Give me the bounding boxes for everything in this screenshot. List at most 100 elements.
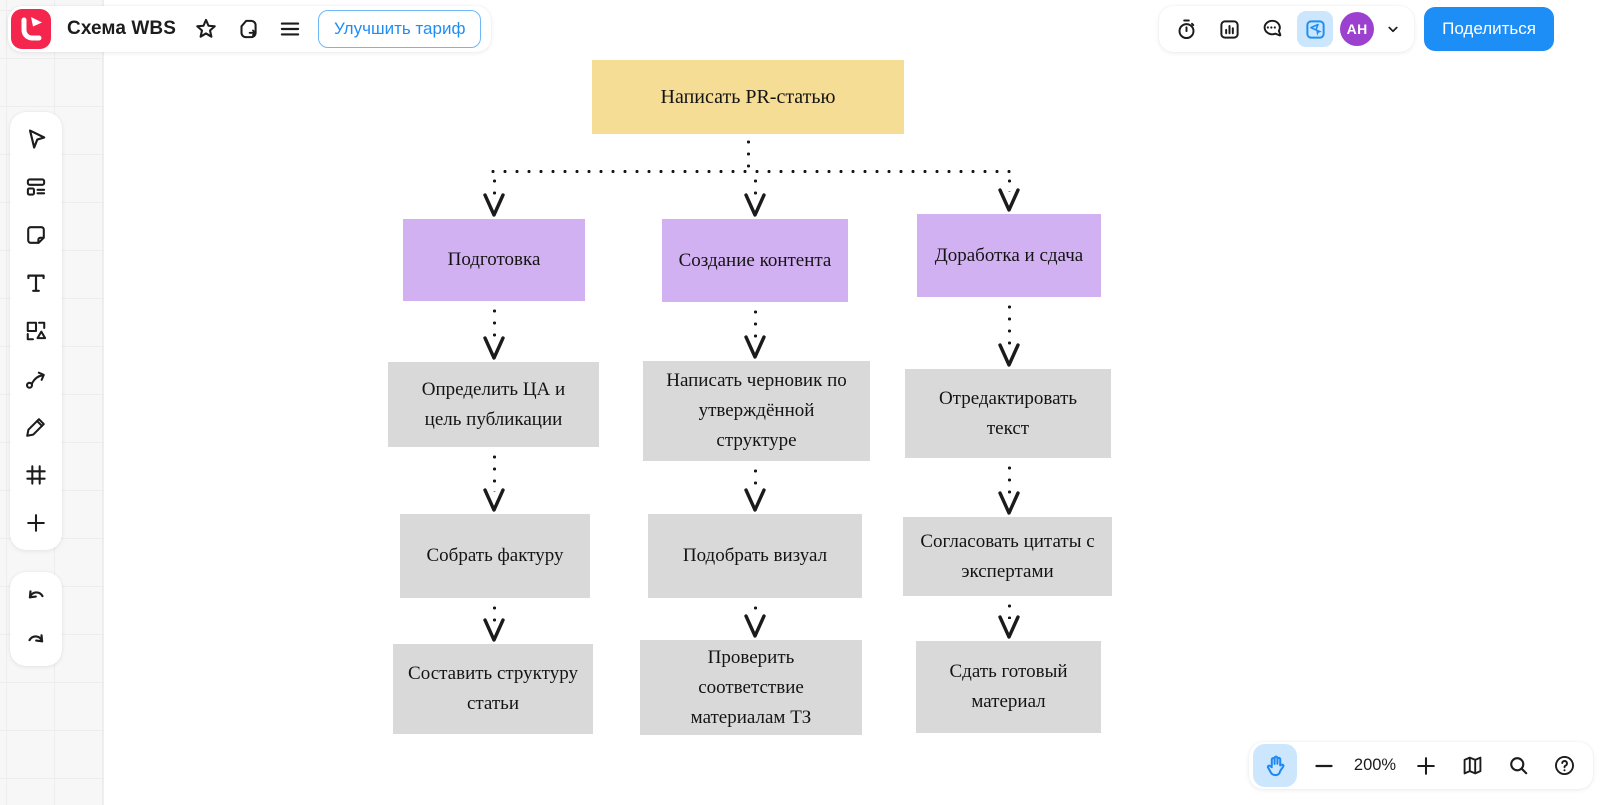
wbs-node-task-1-3[interactable]: Составить структуру статьи [393,644,593,734]
wbs-node-phase-1[interactable]: Подготовка [403,219,585,301]
sticky-note-icon [23,222,49,248]
plus-icon [1413,753,1439,779]
timer-icon [1174,17,1199,42]
templates-icon [23,174,49,200]
wbs-node-task-2-1[interactable]: Написать черновик по утверждённой структ… [643,361,870,461]
pencil-icon [23,414,49,440]
shapes-icon [23,318,49,344]
frame-tool[interactable] [14,453,58,497]
menu-button[interactable] [272,11,308,47]
undo-icon [23,584,49,610]
arrowhead-down-icon [743,487,767,513]
favorite-button[interactable] [188,11,224,47]
text-icon [23,270,49,296]
help-button[interactable] [1545,747,1583,785]
frame-icon [23,462,49,488]
undo-button[interactable] [14,577,58,617]
arrowhead-down-icon [997,490,1021,516]
collaboration-tools: АН [1159,6,1415,52]
arrowhead-down-icon [482,192,506,218]
connector-line [1007,462,1011,495]
arrowhead-down-icon [997,342,1021,368]
zoom-level-label: 200% [1353,756,1397,774]
select-tool[interactable] [14,117,58,161]
add-tool[interactable] [14,501,58,545]
tools-sidebar [10,112,62,550]
redo-icon [23,628,49,654]
connector-line [492,451,496,492]
connector-line [753,175,757,197]
map-icon [1460,753,1485,778]
star-icon [193,16,219,42]
app-logo-icon[interactable] [11,9,51,49]
connector-line [746,136,750,169]
shapes-tool[interactable] [14,309,58,353]
connector-icon [23,366,49,392]
chart-icon [1217,17,1242,42]
sticky-note-tool[interactable] [14,213,58,257]
wbs-node-task-3-3[interactable]: Сдать готовый материал [916,641,1101,733]
wbs-node-phase-3[interactable]: Доработка и сдача [917,214,1101,297]
share-button[interactable]: Поделиться [1424,7,1554,51]
connector-line [492,175,496,197]
pan-tool[interactable] [1253,744,1297,787]
help-icon [1552,753,1577,778]
arrowhead-down-icon [997,614,1021,640]
wbs-node-task-1-2[interactable]: Собрать фактуру [400,514,590,598]
connector-line [487,169,1011,173]
connector-line [753,602,757,618]
wbs-node-task-2-2[interactable]: Подобрать визуал [648,514,862,598]
connector-line [492,305,496,340]
present-button[interactable] [1297,11,1334,47]
timer-button[interactable] [1168,11,1204,47]
duplicate-button[interactable] [230,11,266,47]
zoom-in-button[interactable] [1407,747,1445,785]
arrowhead-down-icon [743,334,767,360]
arrowhead-down-icon [997,187,1021,213]
chevron-down-icon[interactable] [1381,11,1405,47]
search-button[interactable] [1499,747,1537,785]
menu-icon [277,16,303,42]
present-icon [1303,17,1328,42]
connector-tool[interactable] [14,357,58,401]
duplicate-icon [235,16,261,42]
wbs-node-task-3-2[interactable]: Согласовать цитаты с экспертами [903,517,1112,596]
minimap-button[interactable] [1453,747,1491,785]
collaboration-icons [1168,11,1334,47]
wbs-node-task-3-1[interactable]: Отредактировать текст [905,369,1111,458]
document-actions [182,11,308,47]
connector-line [1007,301,1011,347]
redo-button[interactable] [14,621,58,661]
arrowhead-down-icon [482,487,506,513]
wbs-node-root[interactable]: Написать PR-статью [592,60,904,134]
wbs-node-phase-2[interactable]: Создание контента [662,219,848,302]
document-header: Схема WBS Улучшить тариф [8,6,492,52]
wbs-node-task-1-1[interactable]: Определить ЦА и цель публикации [388,362,599,447]
document-title[interactable]: Схема WBS [67,18,177,39]
comments-button[interactable] [1254,11,1290,47]
collaboration-header: АН Поделиться [1159,6,1554,52]
stats-button[interactable] [1211,11,1247,47]
connector-line [753,306,757,339]
wbs-node-task-2-3[interactable]: Проверить соответствие материалам ТЗ [640,640,862,735]
connector-line [1007,600,1011,619]
text-tool[interactable] [14,261,58,305]
history-sidebar [10,572,62,666]
arrowhead-down-icon [482,617,506,643]
arrowhead-down-icon [482,335,506,361]
avatar[interactable]: АН [1340,12,1375,46]
comments-icon [1259,16,1285,42]
upgrade-plan-button[interactable]: Улучшить тариф [318,10,482,48]
zoom-controls: 200% [1249,742,1593,789]
zoom-out-button[interactable] [1305,747,1343,785]
search-icon [1506,753,1531,778]
arrowhead-down-icon [743,613,767,639]
templates-tool[interactable] [14,165,58,209]
pencil-tool[interactable] [14,405,58,449]
connector-line [753,465,757,492]
hand-icon [1262,752,1289,779]
plus-icon [23,510,49,536]
cursor-icon [23,126,49,152]
connector-line [1007,175,1011,192]
